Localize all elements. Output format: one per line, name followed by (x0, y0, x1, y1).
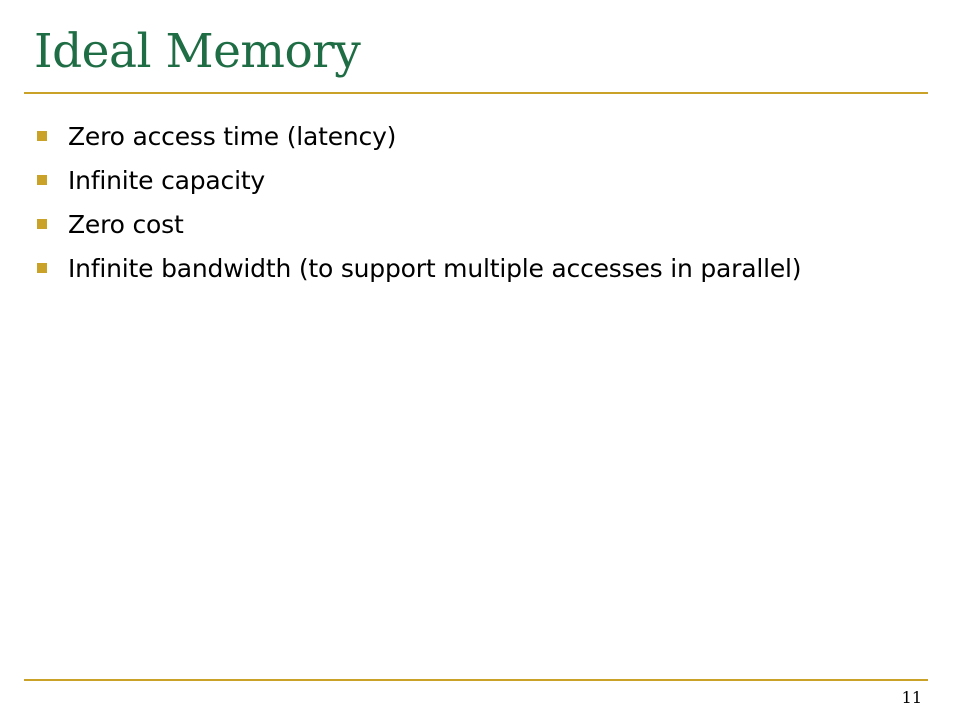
square-bullet-icon (37, 263, 47, 273)
bullet-item: Infinite bandwidth (to support multiple … (37, 246, 801, 290)
bullet-list: Zero access time (latency) Infinite capa… (37, 114, 801, 290)
slide-title: Ideal Memory (34, 24, 361, 79)
bullet-item: Infinite capacity (37, 158, 801, 202)
square-bullet-icon (37, 175, 47, 185)
bullet-text: Zero access time (latency) (68, 121, 397, 151)
bullet-item: Zero access time (latency) (37, 114, 801, 158)
bullet-text: Infinite bandwidth (to support multiple … (68, 253, 802, 283)
page-number: 11 (901, 688, 922, 707)
footer-divider (24, 679, 928, 681)
title-divider (24, 92, 928, 94)
square-bullet-icon (37, 131, 47, 141)
bullet-item: Zero cost (37, 202, 801, 246)
bullet-text: Infinite capacity (68, 165, 266, 195)
square-bullet-icon (37, 219, 47, 229)
bullet-text: Zero cost (68, 209, 184, 239)
